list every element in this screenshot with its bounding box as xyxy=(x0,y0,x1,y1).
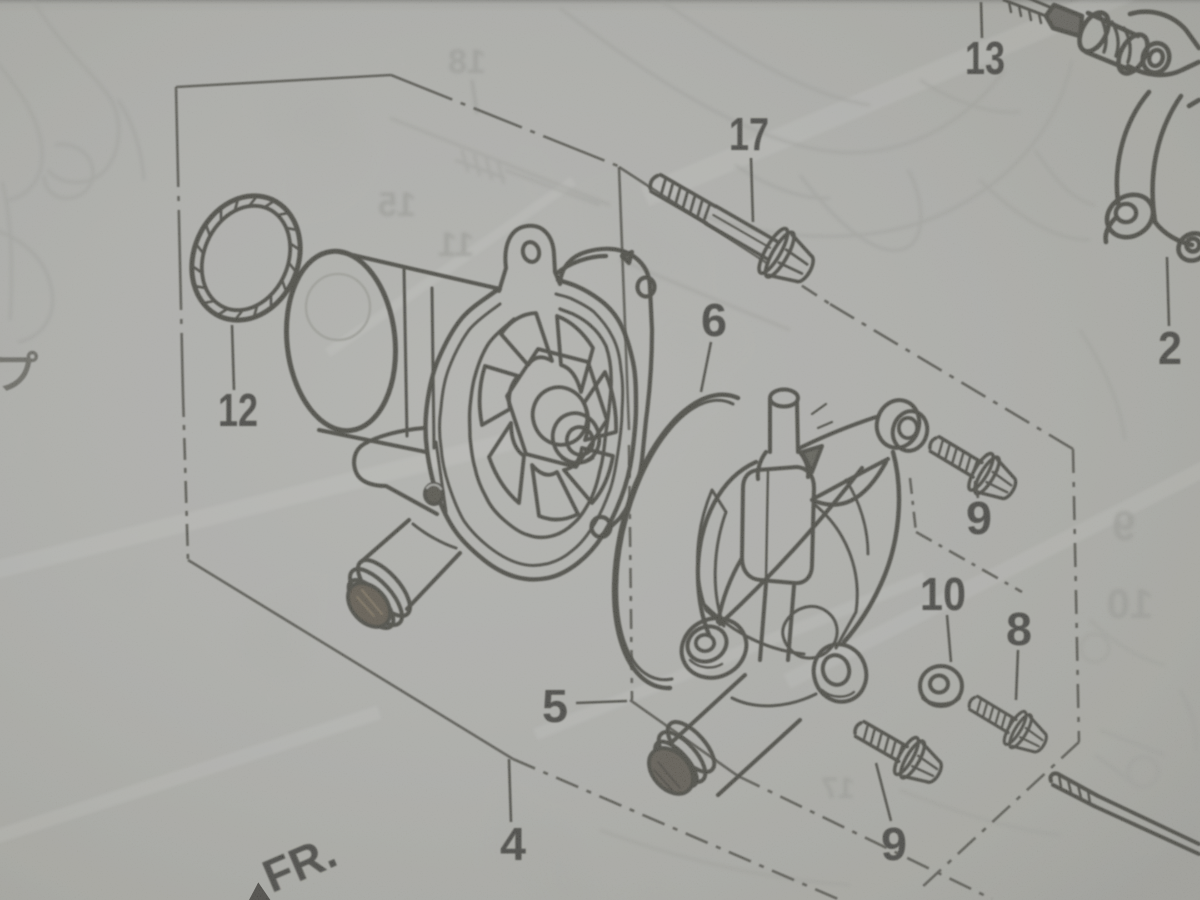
diagram-canvas: 18 15 11 9 10 17 xyxy=(0,0,1200,900)
photographed-parts-diagram: 18 15 11 9 10 17 xyxy=(0,0,1200,900)
photo-grain-overlay xyxy=(0,0,1200,900)
